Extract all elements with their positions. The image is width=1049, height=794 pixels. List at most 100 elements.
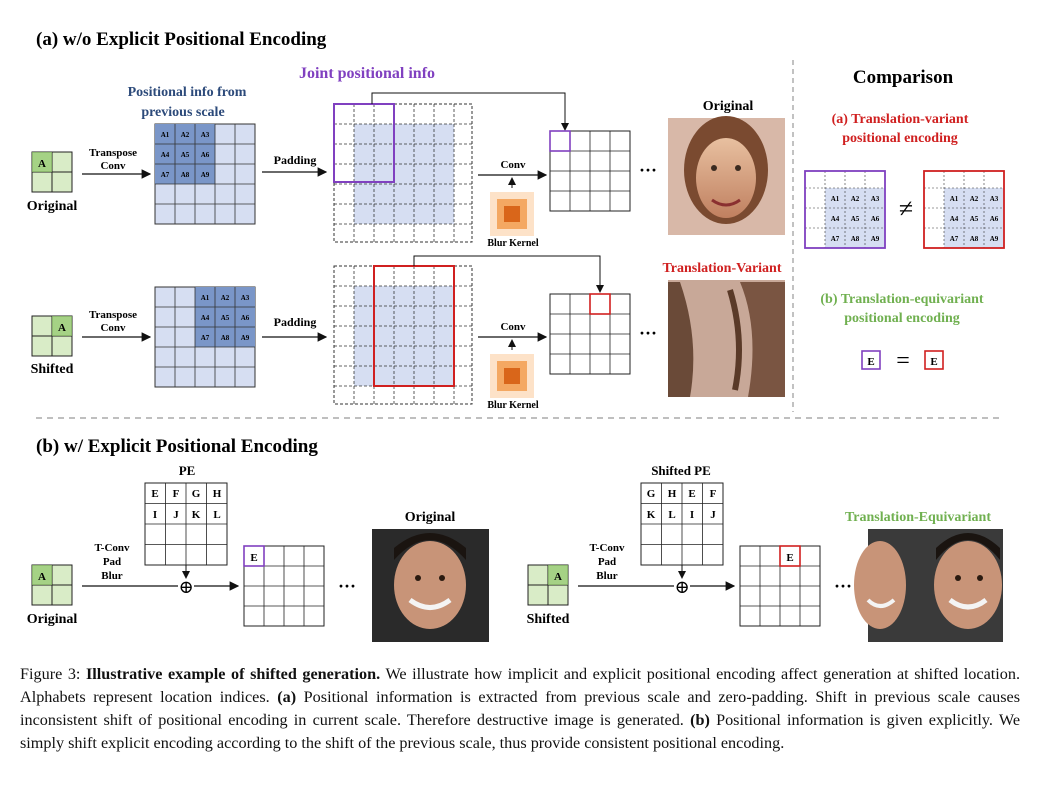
svg-text:···: ··· (639, 160, 657, 180)
svg-text:Padding: Padding (274, 315, 317, 329)
label-shifted-a: Shifted (31, 362, 74, 377)
svg-text:A2: A2 (221, 294, 230, 302)
svg-text:E: E (250, 552, 257, 564)
output-grid-original (549, 130, 631, 212)
svg-text:Blur Kernel: Blur Kernel (487, 400, 538, 411)
svg-text:A7: A7 (831, 235, 840, 243)
pos-info-label-1: Positional info from (128, 85, 247, 100)
pos-info-label-2: previous scale (141, 105, 224, 120)
face-image-variant (668, 280, 785, 397)
face-image-equivariant (854, 529, 1003, 642)
svg-text:A4: A4 (201, 314, 210, 322)
svg-text:I: I (690, 509, 694, 521)
section-b-title: (b) w/ Explicit Positional Encoding (36, 436, 318, 457)
svg-text:A8: A8 (851, 235, 860, 243)
svg-text:A8: A8 (181, 171, 190, 179)
svg-text:F: F (173, 488, 180, 500)
svg-text:E: E (930, 356, 937, 368)
input-grid-shifted-a: A (31, 315, 73, 357)
svg-text:A4: A4 (161, 151, 170, 159)
svg-text:T-Conv: T-Conv (94, 542, 130, 554)
plus-symbol-1: ⊕ (178, 577, 193, 597)
svg-text:H: H (213, 488, 222, 500)
svg-text:A: A (58, 322, 66, 334)
svg-text:Conv: Conv (500, 321, 526, 333)
input-grid-shifted-b: A (527, 564, 569, 606)
plus-symbol-2: ⊕ (674, 577, 689, 597)
svg-text:E: E (867, 356, 874, 368)
svg-text:J: J (710, 509, 716, 521)
svg-text:A3: A3 (201, 131, 210, 139)
comparison-title: Comparison (853, 67, 954, 88)
svg-text:Blur: Blur (596, 570, 618, 582)
joint-pos-label: Joint positional info (299, 65, 435, 82)
svg-text:(a) Translation-variant: (a) Translation-variant (832, 112, 969, 127)
svg-text:A7: A7 (950, 235, 959, 243)
input-grid-original-a: A (31, 151, 73, 193)
label-original-a: Original (27, 199, 78, 214)
svg-text:···: ··· (834, 576, 852, 596)
output-grid-b-original: E (243, 545, 325, 627)
output-grid-shifted (549, 293, 631, 375)
svg-text:K: K (192, 509, 201, 521)
svg-text:A1: A1 (161, 131, 170, 139)
svg-text:Transpose: Transpose (89, 309, 137, 321)
svg-text:A2: A2 (181, 131, 190, 139)
svg-text:A7: A7 (161, 171, 170, 179)
svg-text:A3: A3 (990, 195, 999, 203)
svg-text:A8: A8 (221, 334, 230, 342)
svg-text:A5: A5 (851, 215, 860, 223)
svg-text:A: A (38, 158, 46, 170)
svg-text:Shifted PE: Shifted PE (651, 463, 711, 478)
svg-text:A9: A9 (871, 235, 880, 243)
svg-text:A2: A2 (970, 195, 979, 203)
svg-text:A6: A6 (241, 314, 250, 322)
equivariant-box-red (924, 350, 944, 370)
svg-text:G: G (192, 488, 201, 500)
svg-text:A6: A6 (990, 215, 999, 223)
svg-text:(b) Translation-equivariant: (b) Translation-equivariant (820, 292, 984, 307)
svg-text:A3: A3 (241, 294, 250, 302)
svg-text:I: I (153, 509, 157, 521)
svg-text:Pad: Pad (103, 556, 121, 568)
blur-kernel-1 (490, 192, 534, 236)
svg-text:positional encoding: positional encoding (844, 311, 960, 326)
neq-symbol: ≠ (899, 194, 913, 223)
figure-caption: Figure 3: Illustrative example of shifte… (20, 665, 1021, 752)
section-a-title: (a) w/o Explicit Positional Encoding (36, 29, 327, 50)
svg-text:A9: A9 (201, 171, 210, 179)
svg-text:Pad: Pad (598, 556, 616, 568)
svg-text:K: K (647, 509, 656, 521)
padded-grid-original (333, 103, 473, 243)
svg-text:A6: A6 (871, 215, 880, 223)
svg-text:Blur Kernel: Blur Kernel (487, 238, 538, 249)
svg-text:L: L (213, 509, 220, 521)
svg-text:A: A (554, 571, 562, 583)
result-equivariant-label: Translation-Equivariant (845, 510, 991, 525)
svg-text:Blur: Blur (101, 570, 123, 582)
result-original-label-b: Original (405, 510, 456, 525)
result-variant-label: Translation-Variant (662, 261, 781, 276)
svg-text:positional encoding: positional encoding (842, 131, 958, 146)
svg-text:Padding: Padding (274, 153, 317, 167)
figure-diagram: (a) w/o Explicit Positional Encoding Pos… (27, 29, 1005, 642)
svg-text:A9: A9 (241, 334, 250, 342)
svg-text:Conv: Conv (100, 322, 126, 334)
svg-text:A: A (38, 571, 46, 583)
svg-text:A5: A5 (221, 314, 230, 322)
svg-text:A1: A1 (201, 294, 210, 302)
blur-kernel-2 (490, 354, 534, 398)
svg-text:Conv: Conv (500, 159, 526, 171)
svg-text:···: ··· (338, 576, 356, 596)
eq-symbol: = (896, 348, 910, 374)
svg-text:E: E (151, 488, 158, 500)
svg-text:H: H (668, 488, 677, 500)
label-shifted-b: Shifted (527, 612, 570, 627)
svg-text:E: E (786, 552, 793, 564)
